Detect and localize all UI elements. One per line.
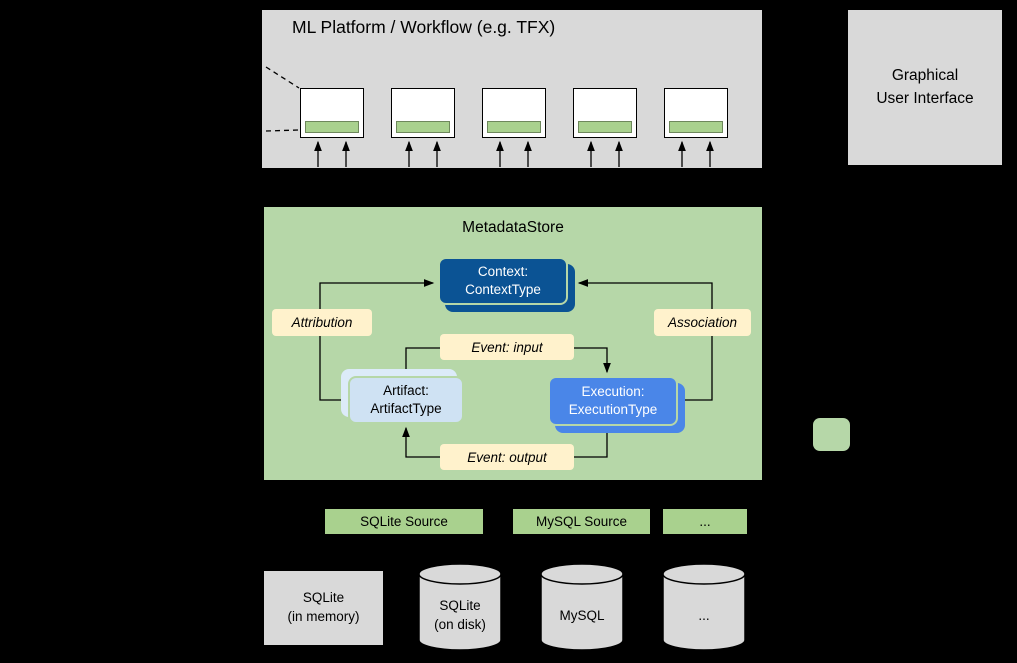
metadata-store-title: MetadataStore bbox=[462, 219, 564, 236]
mysql-label: MySQL bbox=[559, 607, 605, 623]
legend-green-swatch bbox=[813, 418, 850, 451]
sqlite-disk-label: SQLite (on disk) bbox=[434, 598, 486, 632]
association-label: Association bbox=[654, 309, 751, 336]
source-label-other: ... bbox=[663, 509, 747, 534]
sqlite-memory-box: SQLite (in memory) bbox=[264, 571, 383, 645]
pipeline-component bbox=[573, 88, 637, 138]
context-entity-label: Context: ContextType bbox=[438, 257, 568, 305]
artifact-entity: Artifact: ArtifactType bbox=[341, 369, 464, 424]
context-entity: Context: ContextType bbox=[438, 257, 575, 312]
metadata-client-bar bbox=[578, 121, 632, 133]
pipeline-component bbox=[300, 88, 364, 138]
database-cylinder-icon bbox=[418, 563, 502, 651]
execution-entity-label: Execution: ExecutionType bbox=[548, 376, 678, 426]
metadata-client-bar bbox=[305, 121, 359, 133]
source-label-mysql: MySQL Source bbox=[513, 509, 650, 534]
metadata-client-bar bbox=[487, 121, 541, 133]
pipeline-component bbox=[482, 88, 546, 138]
database-cylinder-icon bbox=[662, 563, 746, 651]
pipeline-component bbox=[391, 88, 455, 138]
metadata-client-bar bbox=[396, 121, 450, 133]
source-label-sqlite: SQLite Source bbox=[325, 509, 483, 534]
event-output-label: Event: output bbox=[440, 444, 574, 470]
artifact-entity-label: Artifact: ArtifactType bbox=[348, 376, 464, 424]
execution-entity: Execution: ExecutionType bbox=[548, 376, 685, 433]
pipeline-component bbox=[664, 88, 728, 138]
attribution-label: Attribution bbox=[272, 309, 372, 336]
database-cylinder-icon bbox=[540, 563, 624, 651]
other-backend-label: ... bbox=[698, 607, 710, 623]
event-input-label: Event: input bbox=[440, 334, 574, 360]
gui-box: Graphical User Interface bbox=[848, 10, 1002, 165]
mysql-cylinder: MySQL bbox=[540, 563, 624, 651]
other-backend-cylinder: ... bbox=[662, 563, 746, 651]
metadata-client-bar bbox=[669, 121, 723, 133]
ml-platform-title: ML Platform / Workflow (e.g. TFX) bbox=[292, 17, 556, 37]
sqlite-disk-cylinder: SQLite (on disk) bbox=[418, 563, 502, 651]
